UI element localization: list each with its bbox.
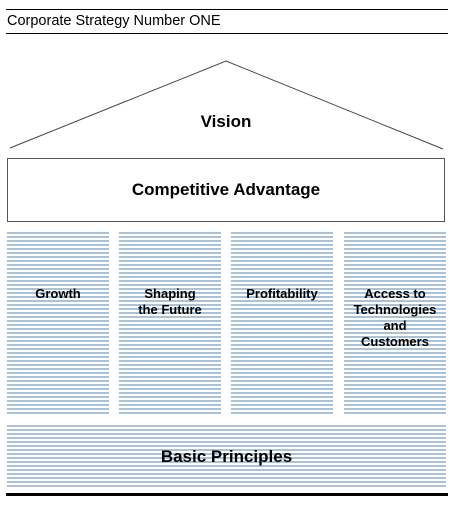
competitive-advantage-beam: Competitive Advantage [7,158,445,222]
ground-line [6,493,448,496]
roof-outline [9,60,444,150]
roof-line [9,60,444,150]
pillar-label: Shaping the Future [138,286,202,317]
pillar-growth: Growth [7,232,109,415]
pillar-label: Profitability [246,286,318,301]
page-title: Corporate Strategy Number ONE [7,13,221,29]
competitive-advantage-label: Competitive Advantage [131,180,321,199]
vision-label: Vision [200,112,252,131]
title-bottom-rule [6,33,448,34]
pillar-label: Growth [35,286,81,301]
pillar-shaping-the-future: Shaping the Future [119,232,221,415]
pillar-profitability: Profitability [231,232,333,415]
pillar-label: Access to Technologies and Customers [353,286,437,349]
title-top-rule [6,9,448,10]
pillar-access-to-technologies: Access to Technologies and Customers [344,232,446,415]
basic-principles-label: Basic Principles [160,447,293,466]
basic-principles-foundation: Basic Principles [7,425,446,489]
